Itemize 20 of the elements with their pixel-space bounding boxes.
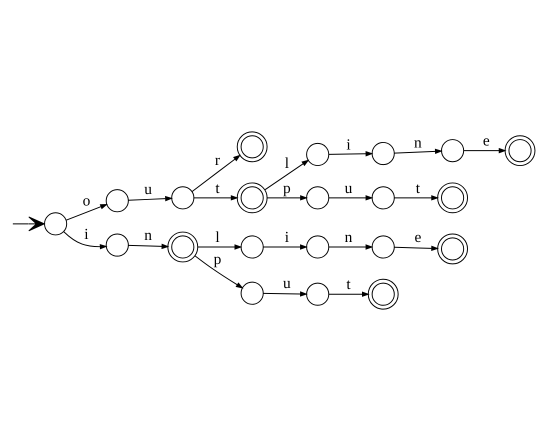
- edge-label: u: [144, 180, 152, 198]
- edge-label: t: [416, 179, 420, 196]
- edge-label: p: [283, 179, 291, 196]
- edge-label: i: [284, 228, 289, 246]
- edge-label: u: [344, 179, 352, 196]
- edge-label: i: [84, 226, 89, 243]
- edge-label: t: [346, 276, 351, 293]
- edge-label: o: [82, 192, 90, 209]
- edge-label: p: [214, 250, 222, 268]
- edge-label: t: [215, 179, 220, 196]
- edge-label: u: [283, 274, 291, 292]
- edge-label: e: [482, 132, 490, 150]
- edge-label: r: [214, 151, 220, 168]
- edge-label: l: [284, 154, 289, 172]
- edge-label: n: [344, 228, 352, 246]
- edge-label: n: [414, 134, 422, 152]
- edge-label: i: [346, 136, 351, 153]
- edge-label: n: [144, 226, 152, 244]
- edge-label: e: [414, 228, 422, 246]
- edge-label: l: [215, 228, 220, 246]
